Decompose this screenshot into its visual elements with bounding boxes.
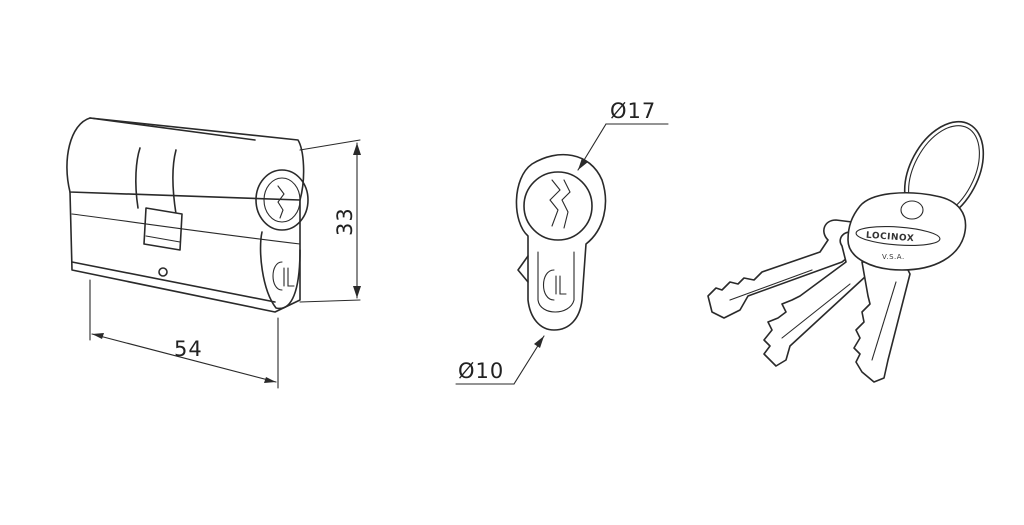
cylinder-3d-view bbox=[66, 117, 309, 313]
dimension-outer-diameter: Ø17 bbox=[577, 99, 669, 171]
dimension-height: 33 bbox=[299, 139, 361, 303]
inner-diameter-label: Ø10 bbox=[458, 359, 504, 383]
outer-diameter-label: Ø17 bbox=[610, 99, 656, 123]
key-origin-text: V.S.A. bbox=[882, 253, 905, 261]
key-brand-text: LOCINOX bbox=[866, 231, 915, 244]
keys-illustration: LOCINOX V.S.A. bbox=[707, 120, 985, 383]
length-label: 54 bbox=[174, 337, 203, 361]
dimension-length: 54 bbox=[89, 279, 279, 389]
cylinder-profile-view bbox=[515, 153, 607, 331]
height-label: 33 bbox=[333, 207, 357, 236]
dimension-inner-diameter: Ø10 bbox=[455, 335, 545, 385]
